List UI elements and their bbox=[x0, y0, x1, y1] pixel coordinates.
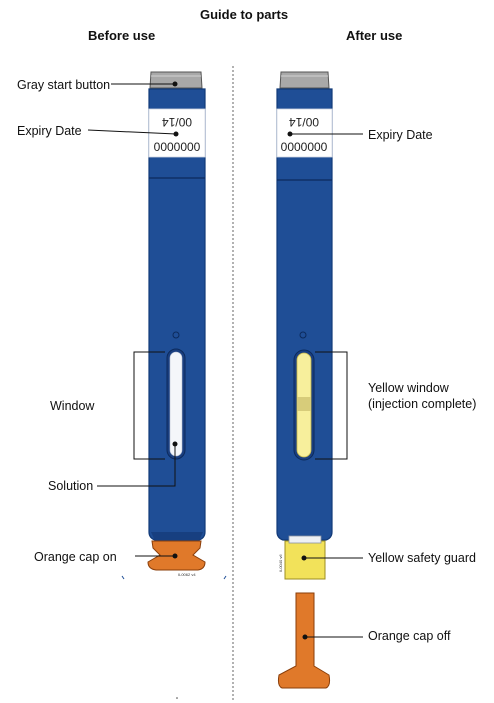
label-orange-cap-on: Orange cap on bbox=[34, 550, 117, 564]
indicator-hole-before bbox=[172, 331, 180, 339]
yellow-safety-guard bbox=[284, 540, 326, 580]
label-expiry-date-after: Expiry Date bbox=[368, 128, 433, 142]
label-expiry-date-before: Expiry Date bbox=[17, 124, 82, 138]
label-solution: Solution bbox=[48, 479, 94, 493]
page-title: Guide to parts bbox=[200, 7, 289, 22]
label-orange-cap-off: Orange cap off bbox=[368, 629, 451, 643]
label-yellow-window: Yellow window bbox=[368, 381, 449, 395]
expiry-label-after bbox=[276, 108, 333, 158]
indicator-hole-after bbox=[299, 331, 307, 339]
ref-code-before: IL0062 v4 bbox=[178, 572, 196, 577]
expiry-code-before: 00/14 bbox=[162, 115, 192, 129]
orange-cap-off bbox=[277, 592, 331, 689]
ref-code-after: IL0040 v6 bbox=[278, 554, 283, 572]
label-injection-complete: (injection complete) bbox=[368, 397, 477, 411]
yellow-window-plunger bbox=[297, 397, 311, 411]
pen-before-use: 00/14 0000000 IL0062 v4 bbox=[147, 71, 206, 577]
lot-code-before: 0000000 bbox=[154, 140, 201, 154]
pen-after-use: 00/14 0000000 IL0040 v6 bbox=[276, 71, 333, 689]
pen-body-after bbox=[276, 88, 333, 541]
label-gray-start-button: Gray start button bbox=[17, 78, 111, 92]
label-yellow-safety-guard: Yellow safety guard bbox=[368, 551, 476, 565]
lot-code-after: 0000000 bbox=[281, 140, 328, 154]
heading-after-use: After use bbox=[346, 28, 403, 43]
window-glass-before bbox=[169, 351, 183, 457]
gray-start-button-after bbox=[279, 71, 330, 89]
label-window: Window bbox=[50, 399, 95, 413]
heading-before-use: Before use bbox=[88, 28, 156, 43]
expiry-code-after: 00/14 bbox=[289, 115, 319, 129]
